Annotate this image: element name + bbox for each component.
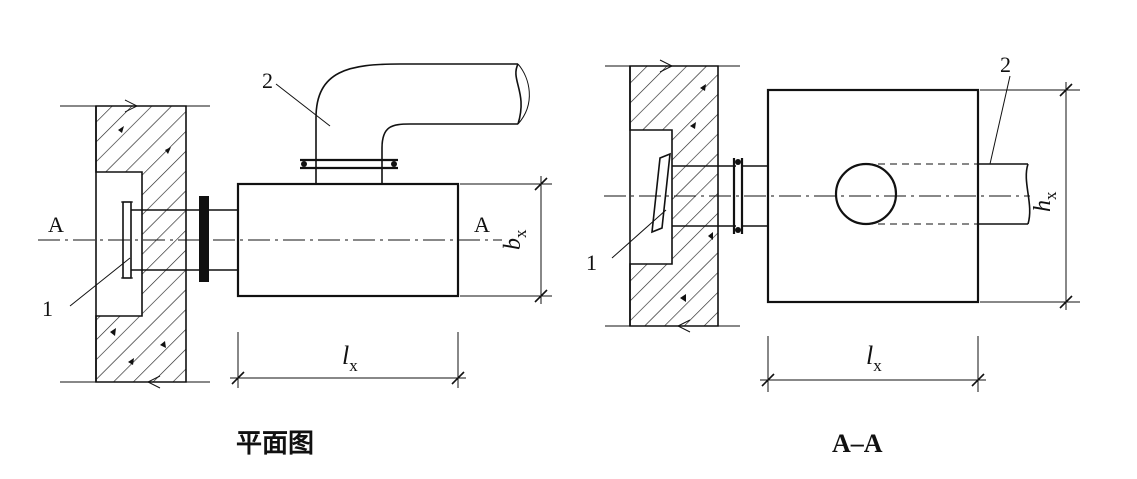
section-callout-1: 1 <box>586 250 597 275</box>
section-view-title: A–A <box>832 429 883 458</box>
section-dim-length <box>760 336 986 392</box>
section-view: 1 2 hx lx A–A <box>586 52 1080 458</box>
section-outlet-pipe-circle <box>834 162 898 226</box>
section-flange <box>732 158 744 234</box>
plan-wall <box>60 99 210 389</box>
plan-inlet-fitting <box>121 201 202 279</box>
section-callout-2: 2 <box>1000 52 1011 77</box>
plan-callout-2: 2 <box>262 68 273 93</box>
plan-outlet-pipe <box>300 63 530 184</box>
section-connector <box>742 165 768 227</box>
plan-flange <box>199 196 209 282</box>
section-dim-height <box>980 82 1080 310</box>
plan-view-title: 平面图 <box>236 429 314 458</box>
plan-section-mark-right: A <box>474 212 490 237</box>
section-outlet-pipe <box>978 163 1031 225</box>
plan-dim-width-label: bx <box>500 229 530 250</box>
plan-view: A A 1 2 bx lx 平面图 <box>38 63 552 458</box>
section-box <box>766 88 980 304</box>
plan-dim-width <box>460 176 552 304</box>
plan-dim-length-label: lx <box>342 341 358 375</box>
section-inlet-fitting <box>651 152 736 234</box>
section-dim-height-label: hx <box>1030 191 1060 212</box>
section-dim-length-label: lx <box>866 341 882 375</box>
plan-dim-length <box>230 332 466 388</box>
plan-section-mark-left: A <box>48 212 64 237</box>
plan-callout-1: 1 <box>42 296 53 321</box>
